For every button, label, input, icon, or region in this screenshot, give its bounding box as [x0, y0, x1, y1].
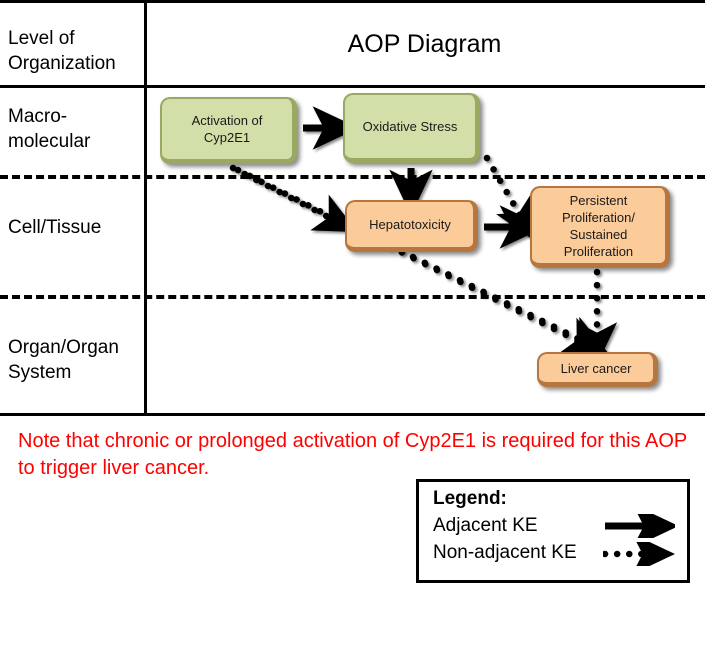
- table-bottom-border: [0, 413, 705, 416]
- legend-non-adjacent-arrow-icon: [603, 542, 675, 566]
- node-prolif-line1: Persistent: [569, 192, 628, 208]
- node-cyp2e1-line1: Activation of: [191, 113, 263, 128]
- header-label-line1: Level of: [8, 28, 75, 49]
- row-label-cell-tissue: Cell/Tissue: [8, 215, 140, 240]
- note-text: Note that chronic or prolonged activatio…: [18, 430, 687, 479]
- node-hepatotoxicity[interactable]: Hepatotoxicity: [345, 200, 478, 252]
- node-oxidative-line1: Oxidative Stress: [362, 119, 458, 134]
- node-cyp2e1-line2: Cyp2E1: [203, 130, 251, 145]
- cell-organ-divider: [0, 295, 705, 299]
- node-persistent-proliferation[interactable]: Persistent Proliferation/ Sustained Prol…: [530, 186, 670, 268]
- legend-title: Legend:: [433, 488, 507, 509]
- row-label-organ-system: Organ/Organ System: [8, 335, 140, 385]
- node-prolif-line3: Sustained: [569, 226, 628, 242]
- column-header-level-of-organization: Level of Organization: [8, 26, 140, 76]
- node-oxidative-stress[interactable]: Oxidative Stress: [343, 93, 480, 163]
- macro-cell-divider: [0, 175, 705, 179]
- node-hepato-line1: Hepatotoxicity: [369, 217, 451, 232]
- diagram-title: AOP Diagram: [347, 30, 502, 58]
- legend-label-adjacent-ke: Adjacent KE: [433, 515, 538, 536]
- header-row-divider: [0, 85, 705, 88]
- row-label-macromolecular: Macro- molecular: [8, 104, 140, 154]
- header-label-line2: Organization: [8, 53, 116, 74]
- legend-adjacent-arrow-icon: [605, 514, 675, 538]
- row-label-organ-line2: System: [8, 362, 72, 383]
- node-liver-cancer[interactable]: Liver cancer: [537, 352, 658, 387]
- row-label-cell-line1: Cell/Tissue: [8, 217, 102, 238]
- node-prolif-line4: Proliferation: [563, 243, 634, 259]
- legend-box: Legend: Adjacent KE Non-adjacent KE: [416, 479, 690, 583]
- table-top-border: [0, 0, 705, 3]
- node-activation-of-cyp2e1[interactable]: Activation of Cyp2E1: [160, 97, 297, 164]
- legend-label-non-adjacent-ke: Non-adjacent KE: [433, 542, 577, 563]
- row-label-macro-line1: Macro-: [8, 106, 68, 127]
- row-label-macro-line2: molecular: [8, 131, 91, 152]
- row-label-organ-line1: Organ/Organ: [8, 337, 119, 358]
- node-liver-line1: Liver cancer: [560, 360, 632, 376]
- label-column-divider: [144, 0, 147, 416]
- node-prolif-line2: Proliferation/: [562, 209, 635, 225]
